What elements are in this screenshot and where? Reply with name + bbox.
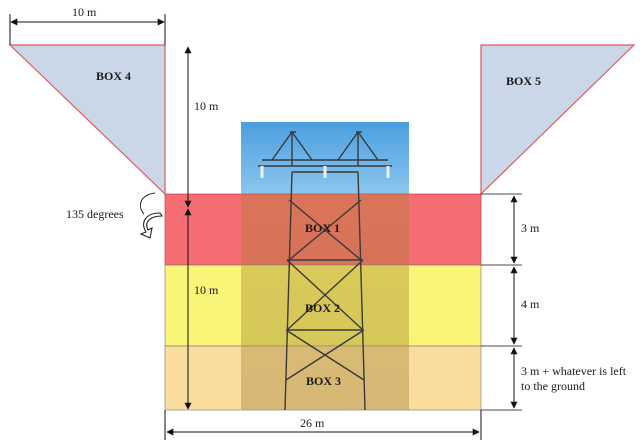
- angle-label: 135 degrees: [66, 207, 124, 221]
- transmission-tower-icon: [258, 131, 392, 411]
- box3-label: BOX 3: [306, 374, 342, 388]
- box1-height-label: 3 m: [521, 221, 540, 235]
- box2-region: [164, 264, 482, 347]
- curved-arrow-icon: [139, 192, 164, 239]
- box5-label: BOX 5: [506, 74, 542, 88]
- box3-height-label: 3 m + whatever is left to the ground: [521, 364, 627, 393]
- box5-funnel: [480, 44, 636, 196]
- box4-funnel: [8, 44, 166, 196]
- top-width-label: 10 m: [72, 5, 97, 19]
- sky-background: [241, 122, 409, 194]
- box1-label: BOX 1: [305, 221, 341, 235]
- box2-height-label: 4 m: [521, 297, 540, 311]
- dimension-lines: [9, 14, 522, 440]
- box2-label: BOX 2: [305, 301, 341, 315]
- box1-region: [164, 193, 482, 266]
- left-height-label: 10 m: [194, 283, 219, 297]
- funnel-height-label: 10 m: [194, 99, 219, 113]
- box4-label: BOX 4: [96, 69, 132, 83]
- bottom-width-label: 26 m: [300, 416, 325, 430]
